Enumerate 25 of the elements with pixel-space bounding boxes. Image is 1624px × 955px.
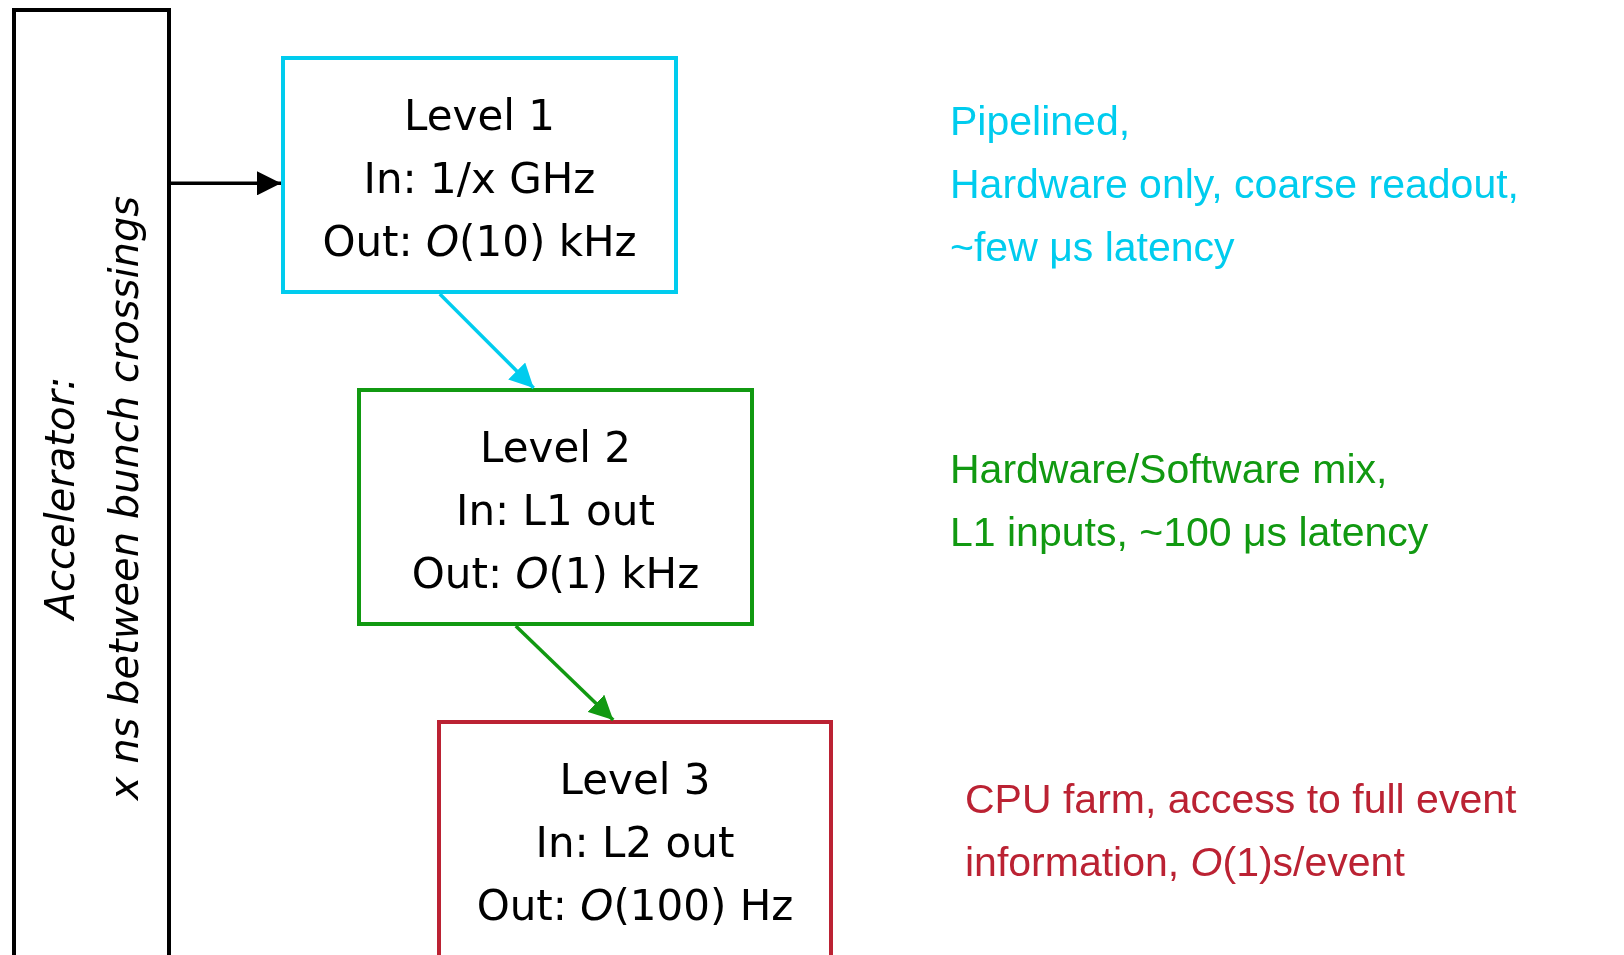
- rate-label: Out: O(1) kHz: [411, 548, 700, 600]
- arrow: [514, 624, 615, 722]
- accelerator-label: Accelerator:: [35, 376, 84, 620]
- trigger-level-box: [437, 720, 833, 955]
- description-text: ~few μs latency: [950, 223, 1235, 272]
- level-title: Level 2: [480, 422, 631, 474]
- arrow: [171, 171, 281, 196]
- description-text: information, O(1)s/event: [965, 838, 1405, 887]
- trigger-level-box: [357, 388, 754, 626]
- level-title: Level 3: [559, 754, 711, 806]
- rate-label: Out: O(100) Hz: [476, 880, 794, 932]
- trigger-level-box: [281, 56, 678, 294]
- rate-label: Out: O(10) kHz: [322, 216, 637, 268]
- rate-label: In: L1 out: [456, 485, 655, 537]
- description-text: Hardware/Software mix,: [950, 445, 1388, 494]
- accelerator-box: [12, 8, 171, 955]
- rate-label: In: L2 out: [535, 817, 735, 869]
- level-title: Level 1: [404, 90, 555, 142]
- accelerator-label: x ns between bunch crossings: [99, 195, 148, 801]
- description-text: CPU farm, access to full event: [965, 775, 1517, 824]
- rate-label: In: 1/x GHz: [363, 153, 596, 205]
- description-text: Pipelined,: [950, 97, 1131, 146]
- description-text: L1 inputs, ~100 μs latency: [950, 508, 1429, 557]
- arrow: [438, 292, 535, 390]
- description-text: Hardware only, coarse readout,: [950, 160, 1519, 209]
